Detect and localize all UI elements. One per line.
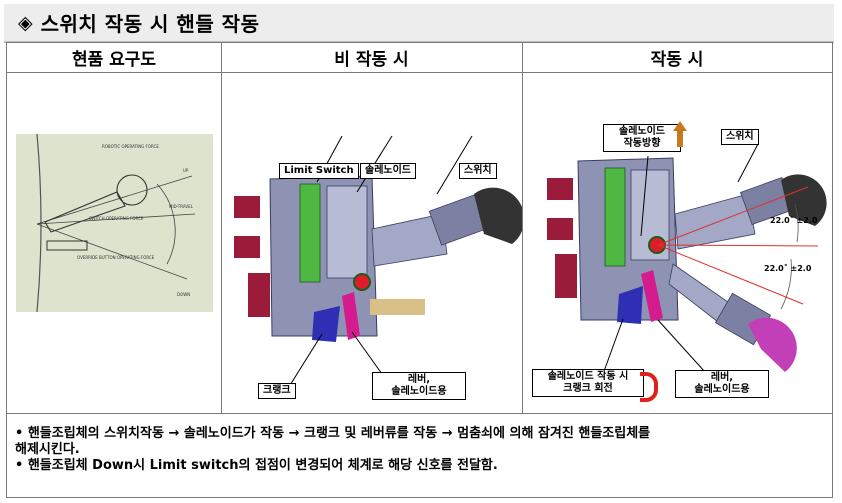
handle-knob [474,187,525,244]
active-assembly-diagram [547,143,827,375]
connector [547,178,573,200]
comparison-table: 현품 요구도 비 작동 시 작동 시 ROBOTIC OPERATING FOR… [6,42,833,414]
idle-assembly-diagram [234,135,525,391]
handle-shaft [370,299,425,315]
leader-line [602,318,624,375]
leader-line [436,135,473,195]
leader-line [286,333,323,391]
override-button-outline [46,240,88,251]
arrow-up-icon [673,121,687,131]
handle-knob-active [748,317,797,372]
active-panel: 솔레노이드 작동방향 스위치 솔레노이드 작동 시 크랭크 회전 레버, 솔레노… [523,74,832,413]
arrow-up-icon-stem [677,131,683,147]
mid-line [36,213,196,225]
crank-rotation-label: 솔레노이드 작동 시 크랭크 회전 [532,369,644,397]
drawing-label: ROBOTIC OPERATING FORCE [102,144,159,149]
idle-panel: Limit Switch 솔레노이드 스위치 크랭크 레버, 솔레노이드용 [222,74,525,413]
angle-line [657,186,809,246]
drawing-label: DOWN [177,292,190,297]
handle-arm-up [674,193,756,250]
solenoid-plunger [353,273,371,291]
down-line [36,223,188,280]
angle-label-up: 22.0˚ ±2.0 [770,216,818,225]
note-line: • 핸들조립체의 스위치작동 → 솔레노이드가 작동 → 크랭크 및 레버류를 … [15,426,651,441]
handle-knob-outline [116,174,148,206]
handle-arm [371,213,448,267]
crank-rotation-label-text: 솔레노이드 작동 시 크랭크 회전 [547,371,629,394]
travel-arc [156,183,176,265]
drawing-label: UP [183,168,189,173]
solenoid-label: 솔레노이드 [360,163,416,179]
crank-label: 크랭크 [258,383,296,399]
angle-arc [794,203,799,243]
lever-label: 레버, 솔레노이드용 [372,372,466,400]
connector [234,196,260,218]
leader-line [351,331,383,375]
diamond-bullet-icon: ◈ [18,11,33,34]
lever-label-text: 레버, 솔레노이드용 [391,374,447,397]
leader-line [640,155,649,237]
crank [617,286,643,324]
limit-switch-terminals [299,183,321,283]
connector [547,218,573,240]
drawing-label: SWITCH OPERATING FORCE [89,216,144,221]
leader-line [737,143,759,183]
drawing-label: OVERRIDE BUTTON OPERATING FORCE [77,255,155,260]
page-title: 스위치 작동 시 핸들 작동 [40,12,260,36]
crank [312,306,340,342]
solenoid-direction-label: 솔레노이드 작동방향 [603,124,681,152]
switch-label: 스위치 [721,129,759,145]
angle-arc [780,258,792,310]
note-line: 해제시킨다. [15,442,80,457]
drawing-label: MID-TRAVEL [169,204,194,209]
lever-label: 레버, 솔레노이드용 [675,370,769,398]
requirement-panel: ROBOTIC OPERATING FORCE SWITCH OPERATING… [7,74,221,413]
requirement-drawing: ROBOTIC OPERATING FORCE SWITCH OPERATING… [16,133,213,313]
solenoid-lever [641,270,663,322]
angle-line [657,244,804,305]
rotate-arrow-icon [640,372,658,402]
column-divider [221,43,222,413]
lever-label-text: 레버, 솔레노이드용 [694,372,750,395]
note-line: • 핸들조립체 Down시 Limit switch의 접점이 변경되어 체계로… [15,458,498,473]
solenoid-lever [342,292,360,340]
switch-label: 스위치 [459,163,497,179]
angle-label-down: 22.0˚ ±2.0 [764,264,812,273]
leader-line [657,319,706,373]
connector [234,236,260,258]
column-header-idle: 비 작동 시 [221,43,522,73]
limit-switch-terminals [604,167,626,267]
column-header-active: 작동 시 [522,43,832,73]
angle-line [657,244,819,247]
solenoid-direction-label-text: 솔레노이드 작동방향 [619,126,665,149]
limit-switch-label: Limit Switch [279,163,359,179]
handle-knob [781,174,827,226]
title-bar: ◈ 스위치 작동 시 핸들 작동 [4,4,834,43]
solenoid-body [326,185,368,279]
connector [248,273,270,317]
column-header-requirement: 현품 요구도 [7,43,221,73]
handle-outline [44,191,126,233]
column-divider [522,43,523,413]
notes-panel: • 핸들조립체의 스위치작동 → 솔레노이드가 작동 → 크랭크 및 레버류를 … [6,414,833,498]
up-line [36,175,193,225]
connector [555,254,577,298]
